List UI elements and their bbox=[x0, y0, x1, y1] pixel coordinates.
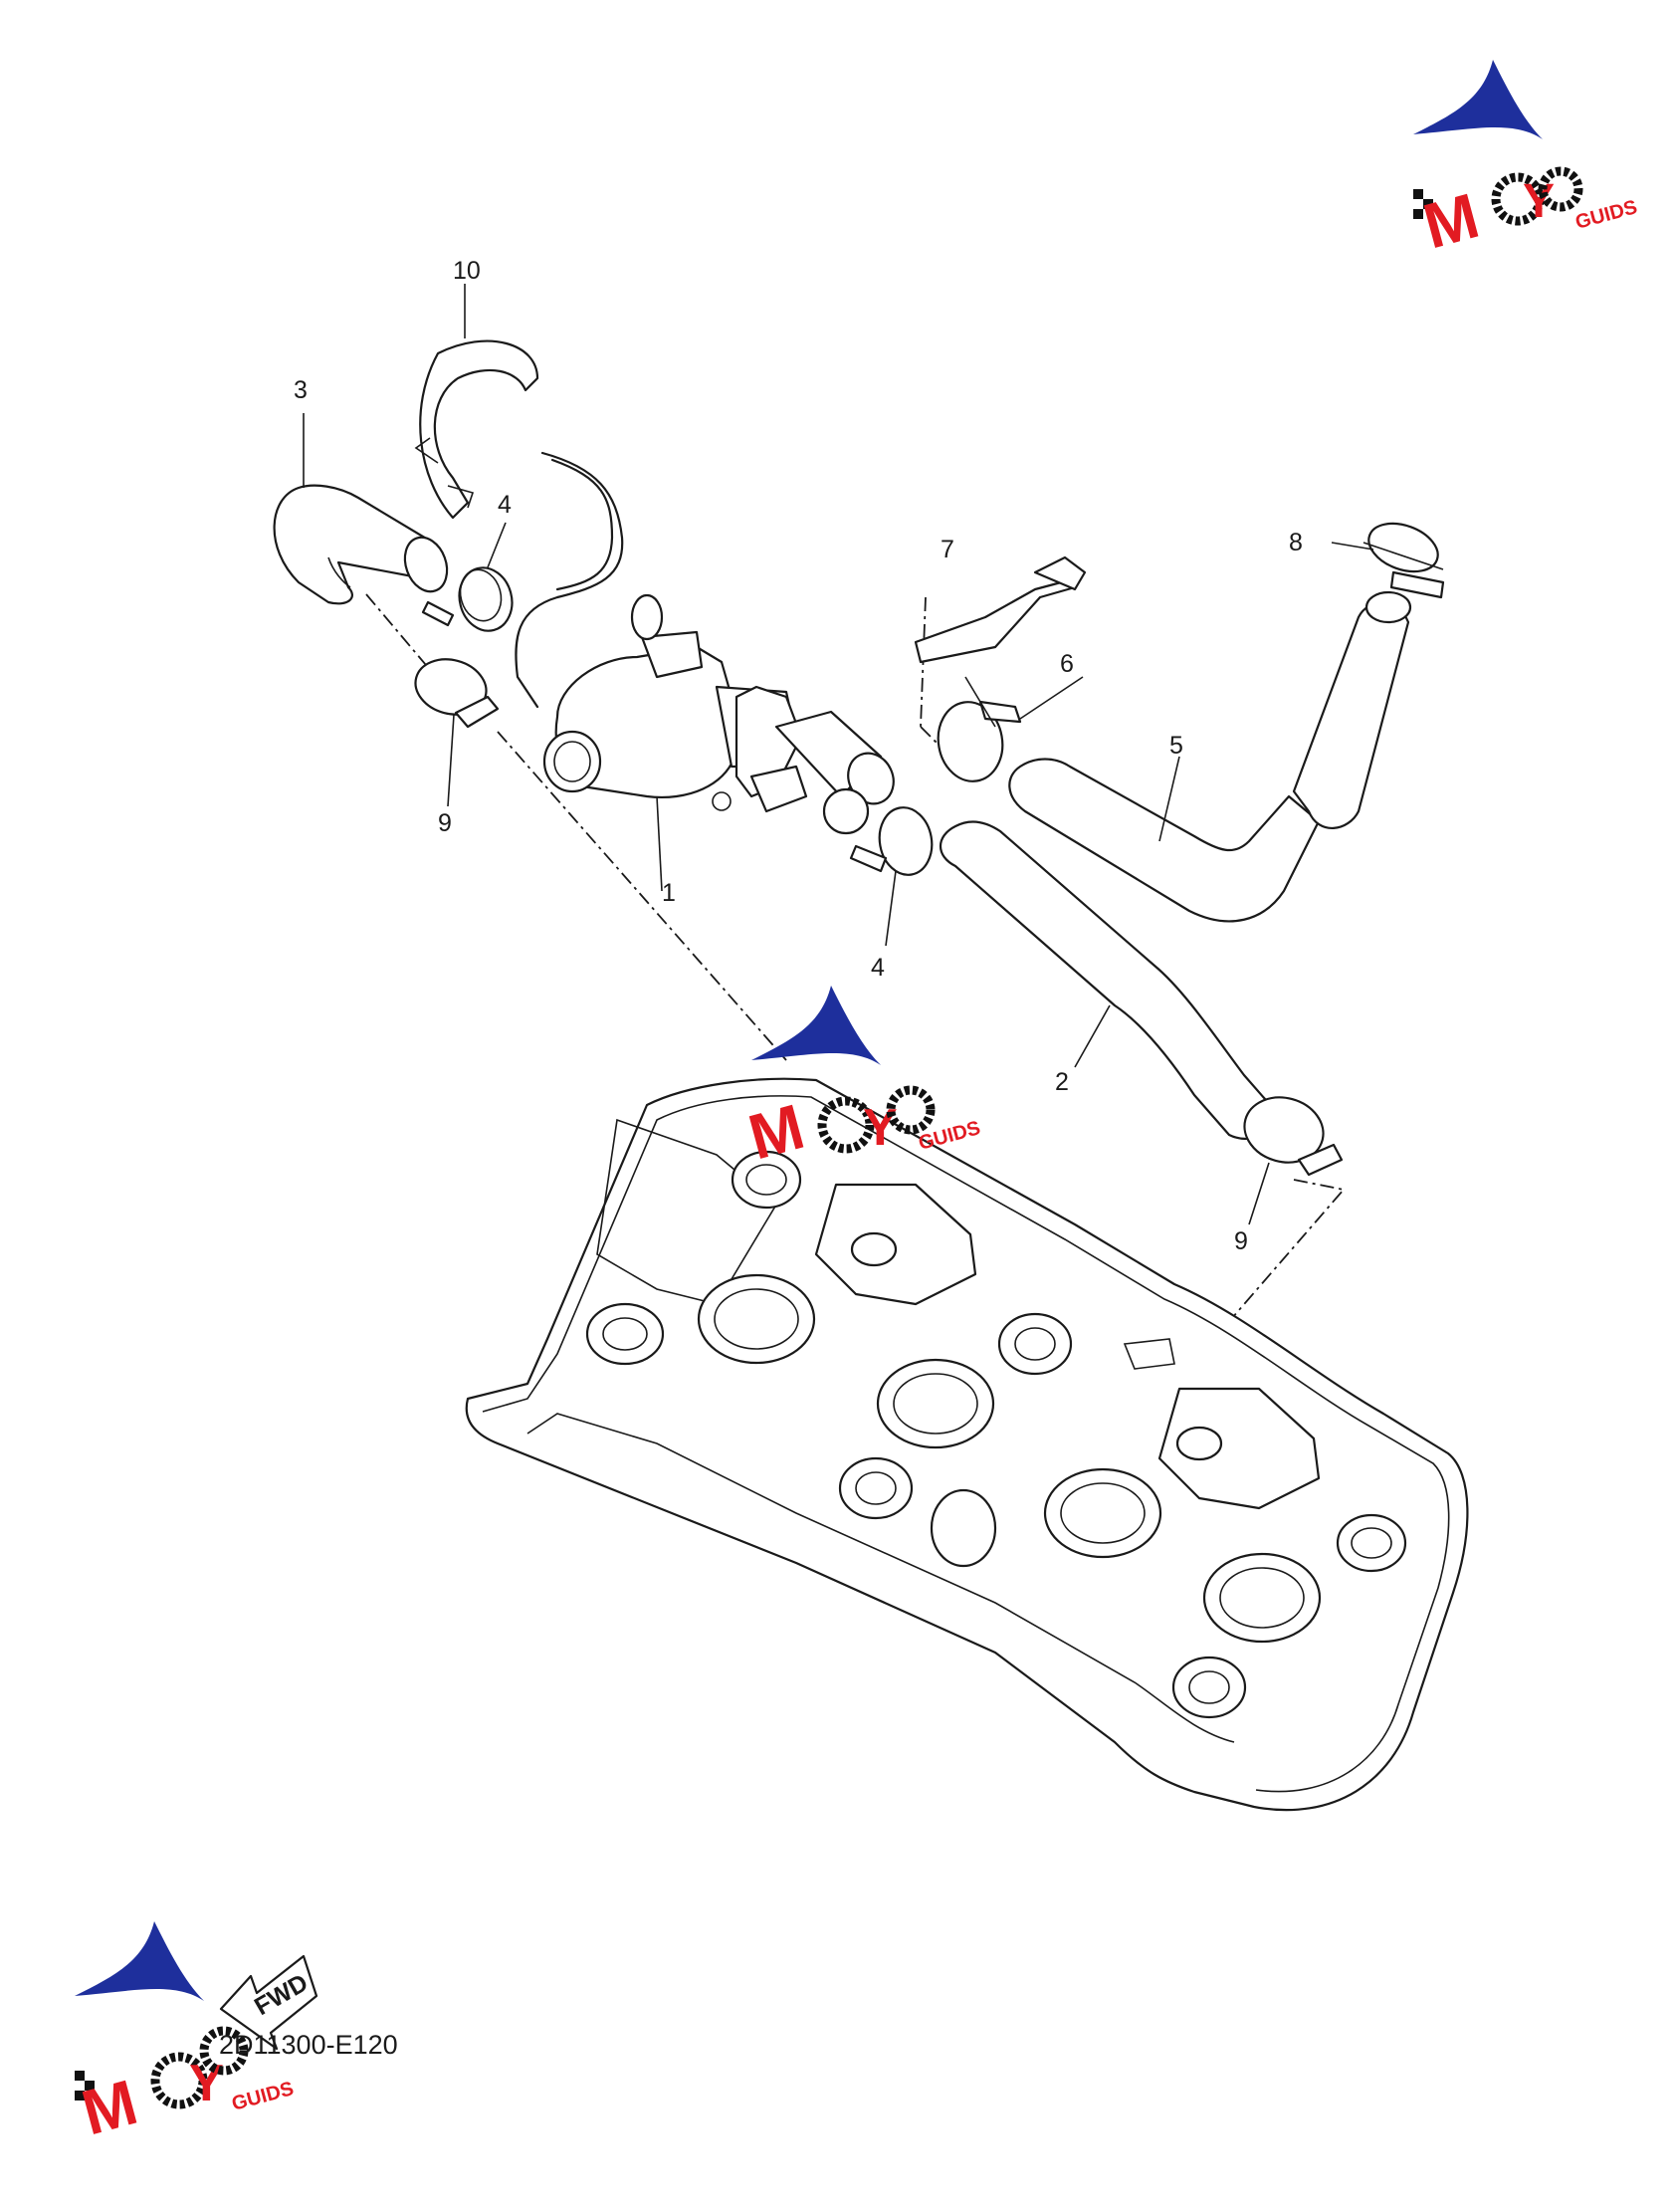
svg-text:GUIDS: GUIDS bbox=[230, 2078, 297, 2115]
callout-9-lower: 9 bbox=[1234, 1227, 1248, 1255]
clamp-part-4-lower bbox=[849, 806, 934, 876]
watermark-logo-top-right: M Y GUIDS bbox=[1413, 60, 1639, 263]
clamp-part-8 bbox=[1363, 522, 1445, 599]
callout-7: 7 bbox=[941, 536, 954, 563]
hose-part-2 bbox=[940, 820, 1281, 1140]
callout-4-lower: 4 bbox=[871, 954, 885, 982]
watermark-brand-suffix: GUIDS bbox=[1573, 196, 1640, 234]
callout-9-upper: 9 bbox=[438, 809, 452, 837]
callout-2: 2 bbox=[1055, 1068, 1069, 1096]
air-induction-valve-part-1 bbox=[542, 593, 895, 835]
svg-text:GUIDS: GUIDS bbox=[917, 1117, 983, 1155]
forward-direction-arrow: FWD bbox=[219, 1954, 318, 2051]
callout-4-upper: 4 bbox=[498, 491, 512, 519]
svg-text:Y: Y bbox=[863, 1099, 898, 1157]
svg-text:M: M bbox=[75, 2066, 144, 2148]
callout-10: 10 bbox=[453, 257, 481, 285]
svg-text:M: M bbox=[1416, 179, 1486, 262]
callout-1: 1 bbox=[662, 879, 676, 907]
hose-part-3 bbox=[273, 484, 449, 605]
clamp-part-9-lower bbox=[1243, 1096, 1344, 1177]
clamp-part-4-upper bbox=[421, 566, 514, 632]
callout-3: 3 bbox=[294, 376, 308, 404]
sensor-wire bbox=[515, 451, 624, 709]
callout-8: 8 bbox=[1289, 529, 1303, 556]
bracket-part-7 bbox=[914, 555, 1087, 664]
callout-leaders bbox=[303, 284, 1374, 1225]
callout-6: 6 bbox=[1060, 650, 1074, 678]
callout-numbers: 10 3 4 9 1 7 6 8 5 4 2 9 bbox=[294, 257, 1303, 1255]
cylinder-head-cover bbox=[465, 1077, 1469, 1812]
hose-part-5 bbox=[1008, 590, 1412, 923]
clamp-part-9-upper bbox=[414, 658, 500, 729]
diagram-code: 2D11300-E120 bbox=[219, 2030, 398, 2060]
clamp-part-6 bbox=[937, 700, 1022, 782]
callout-5: 5 bbox=[1169, 732, 1183, 760]
hose-clip-part-10 bbox=[414, 339, 539, 520]
